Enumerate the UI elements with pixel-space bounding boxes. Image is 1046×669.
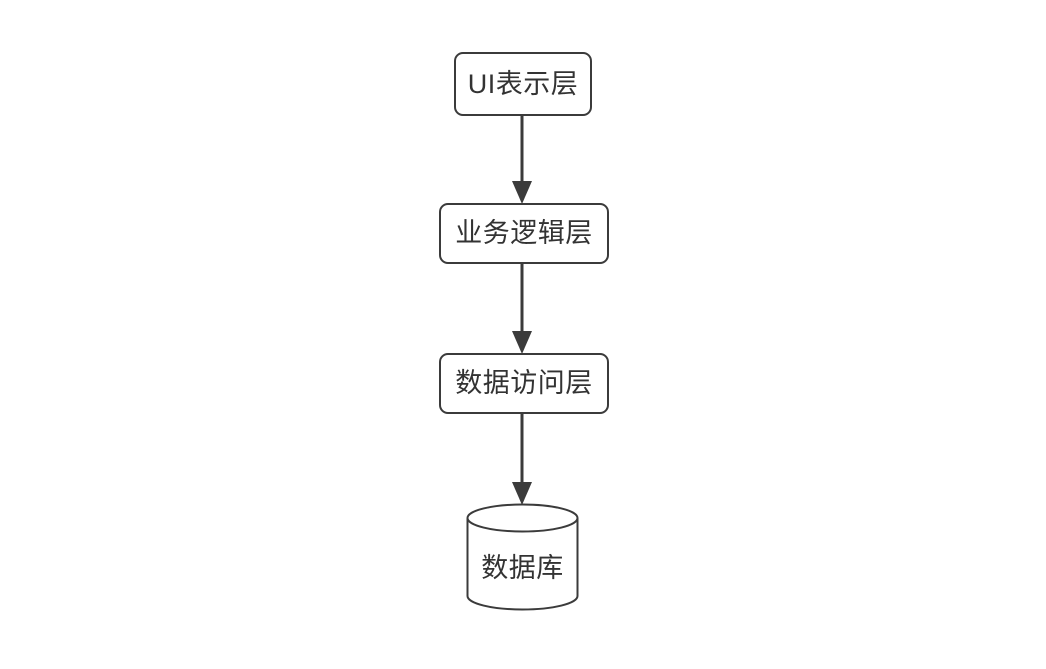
- arrow-down-icon: [512, 115, 532, 204]
- arrow-dataaccess-to-database: [510, 413, 534, 505]
- arrow-down-icon: [512, 413, 532, 505]
- database-cylinder-icon: [466, 503, 579, 611]
- node-business-layer-label: 业务逻辑层: [455, 218, 593, 248]
- node-database-label: 数据库: [481, 552, 564, 583]
- arrow-down-icon: [512, 263, 532, 354]
- node-database: 数据库: [466, 503, 579, 611]
- arrow-ui-to-business: [510, 115, 534, 204]
- node-data-access-layer-label: 数据访问层: [455, 368, 593, 398]
- node-ui-layer-label: UI表示层: [467, 68, 579, 99]
- arrow-business-to-dataaccess: [510, 263, 534, 354]
- node-ui-layer: UI表示层: [454, 52, 592, 116]
- node-data-access-layer: 数据访问层: [439, 353, 609, 414]
- node-business-layer: 业务逻辑层: [439, 203, 609, 264]
